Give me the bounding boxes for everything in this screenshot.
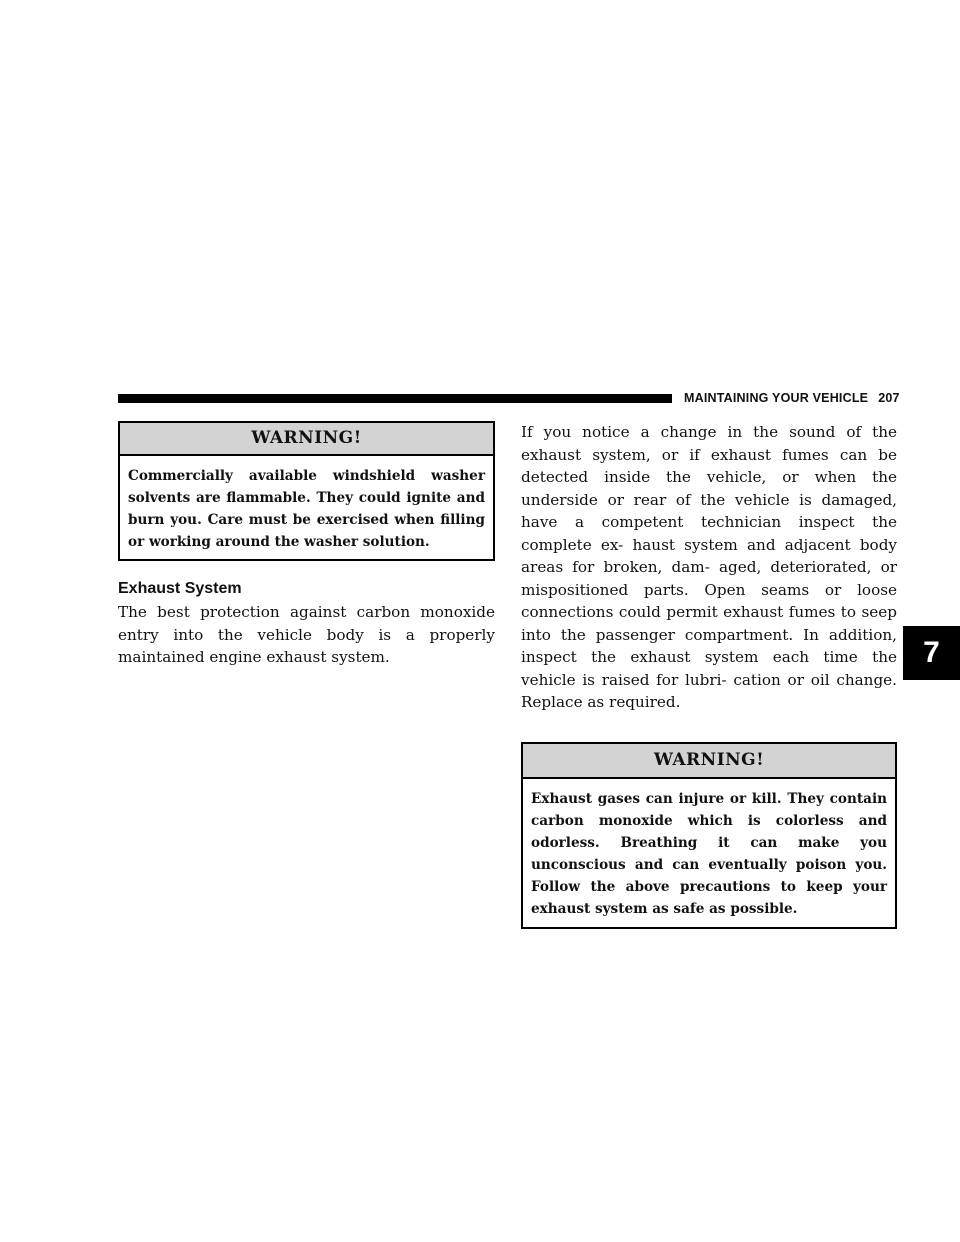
warning-title: WARNING!: [523, 743, 895, 779]
warning-text: Commercially available windshield washer…: [128, 468, 485, 550]
exhaust-gas-warning-box: WARNING! Exhaust gases can injure or kil…: [521, 741, 897, 929]
right-column: If you notice a change in the sound of t…: [521, 421, 897, 929]
page-number: 207: [878, 391, 900, 405]
warning-title: WARNING!: [120, 423, 493, 456]
section-heading: Exhaust System: [118, 580, 242, 597]
warning-text: Exhaust gases can injure or kill. They c…: [531, 790, 887, 917]
running-head: MAINTAINING YOUR VEHICLE 207: [684, 391, 900, 405]
body-paragraph: If you notice a change in the sound of t…: [521, 423, 897, 711]
body-paragraph: The best protection against carbon monox…: [118, 603, 495, 666]
washer-solvent-warning-box: WARNING! Commercially available windshie…: [118, 421, 495, 561]
left-column: WARNING! Commercially available windshie…: [118, 421, 495, 669]
chapter-tab: 7: [903, 626, 960, 680]
section-title: MAINTAINING YOUR VEHICLE: [684, 391, 869, 405]
header-rule: [118, 394, 672, 403]
